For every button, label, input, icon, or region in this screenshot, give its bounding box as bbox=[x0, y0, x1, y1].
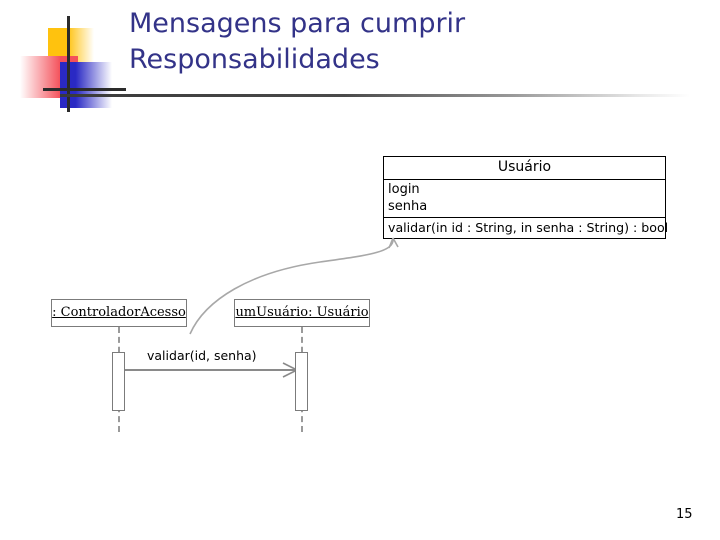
lifeline-label-usuario: umUsuário: Usuário bbox=[235, 305, 369, 320]
slide-title: Mensagens para cumprir Responsabilidades bbox=[129, 8, 466, 75]
activation-bar-usuario bbox=[295, 352, 308, 411]
lifeline-label-controlador: : ControladorAcesso bbox=[52, 305, 186, 320]
message-arrow-line bbox=[125, 369, 295, 371]
uml-class-attributes: login senha bbox=[384, 180, 665, 218]
decorative-logo bbox=[18, 16, 126, 112]
uml-class-box: Usuário login senha validar(in id : Stri… bbox=[383, 156, 669, 239]
uml-class-operations: validar(in id : String, in senha : Strin… bbox=[388, 220, 669, 235]
logo-horizontal-line bbox=[43, 88, 126, 91]
uml-class-name: Usuário bbox=[384, 157, 665, 180]
lifeline-um-usuario: umUsuário: Usuário bbox=[234, 299, 370, 327]
page-number: 15 bbox=[676, 507, 693, 522]
message-label-validar: validar(id, senha) bbox=[147, 348, 257, 363]
logo-vertical-line bbox=[67, 16, 70, 112]
lifeline-controlador-acesso: : ControladorAcesso bbox=[51, 299, 187, 327]
activation-bar-controlador bbox=[112, 352, 125, 411]
title-divider-rule bbox=[60, 94, 690, 97]
